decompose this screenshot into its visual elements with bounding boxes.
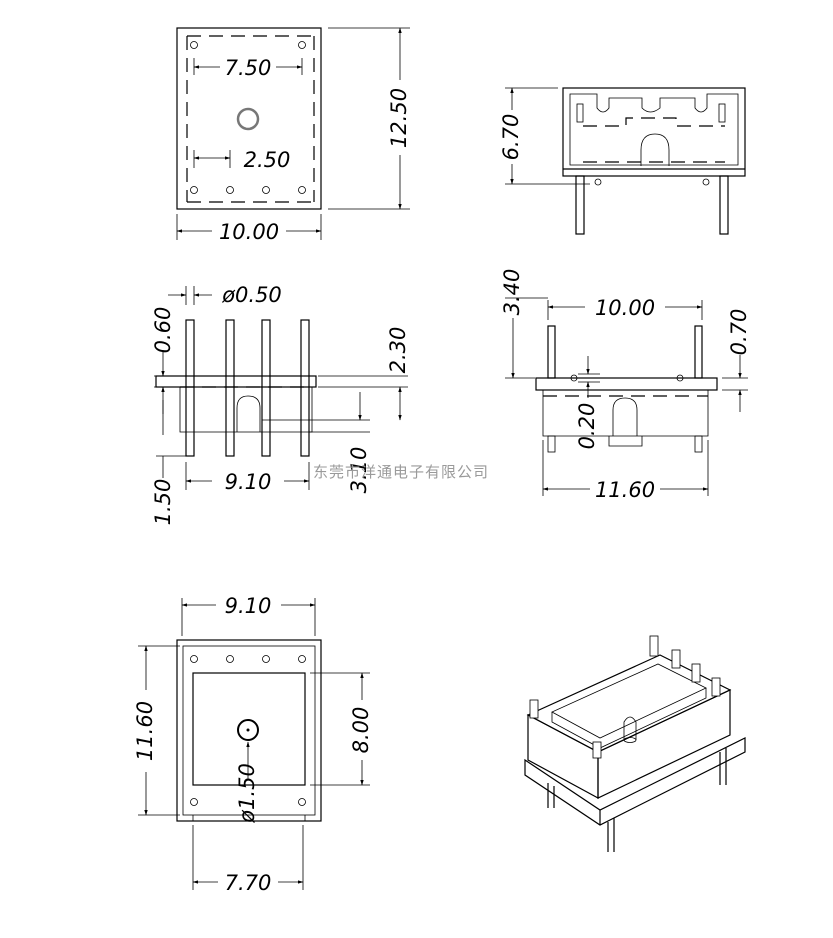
dim-gap: 0.20 bbox=[575, 403, 599, 450]
top-view-holes bbox=[190, 41, 306, 194]
side-view: 3.40 10.00 0.70 0.20 11.60 bbox=[500, 269, 751, 502]
dim-width: 10.00 bbox=[219, 220, 279, 244]
dim-window: 8.00 bbox=[349, 707, 373, 754]
dim-top-pin: 0.60 bbox=[151, 307, 175, 354]
led-circle bbox=[236, 107, 260, 131]
isometric-pins bbox=[529, 635, 721, 759]
dim-bottom-height: 11.60 bbox=[133, 701, 157, 761]
dim-pin-dia: ø0.50 bbox=[221, 283, 282, 307]
dim-total: 2.30 bbox=[386, 327, 410, 374]
dim-led: ø1.50 bbox=[235, 763, 259, 824]
top-view-outline bbox=[176, 27, 322, 210]
led-hole bbox=[237, 719, 259, 741]
dim-flange: 0.70 bbox=[727, 309, 751, 356]
top-view: 7.50 2.50 12.50 10.00 bbox=[176, 27, 411, 244]
dim-pin-height: 3.40 bbox=[500, 269, 524, 316]
dim-bottom-pin: 1.50 bbox=[151, 479, 175, 526]
right-side-view: 6.70 bbox=[499, 87, 746, 235]
front-view: ø0.50 0.60 2.30 3.10 9.10 1.50 bbox=[151, 283, 410, 525]
isometric-view bbox=[524, 635, 746, 852]
dim-side-height: 6.70 bbox=[499, 114, 523, 161]
dim-pin-span: 7.70 bbox=[225, 871, 272, 895]
bottom-view-holes bbox=[190, 655, 306, 806]
dim-height: 12.50 bbox=[387, 88, 411, 148]
dim-pitch-span: 9.10 bbox=[225, 470, 272, 494]
dim-span: 10.00 bbox=[595, 296, 655, 320]
dim-bottom-width: 9.10 bbox=[225, 594, 272, 618]
watermark: 东莞市洋通电子有限公司 bbox=[313, 463, 489, 481]
dim-base: 11.60 bbox=[595, 478, 655, 502]
dim-hole-pitch: 7.50 bbox=[225, 56, 272, 80]
dim-body: 3.10 bbox=[347, 447, 371, 494]
dim-pin-pitch: 2.50 bbox=[244, 148, 291, 172]
bottom-view: 9.10 11.60 8.00 ø1.50 7.70 bbox=[133, 594, 373, 895]
